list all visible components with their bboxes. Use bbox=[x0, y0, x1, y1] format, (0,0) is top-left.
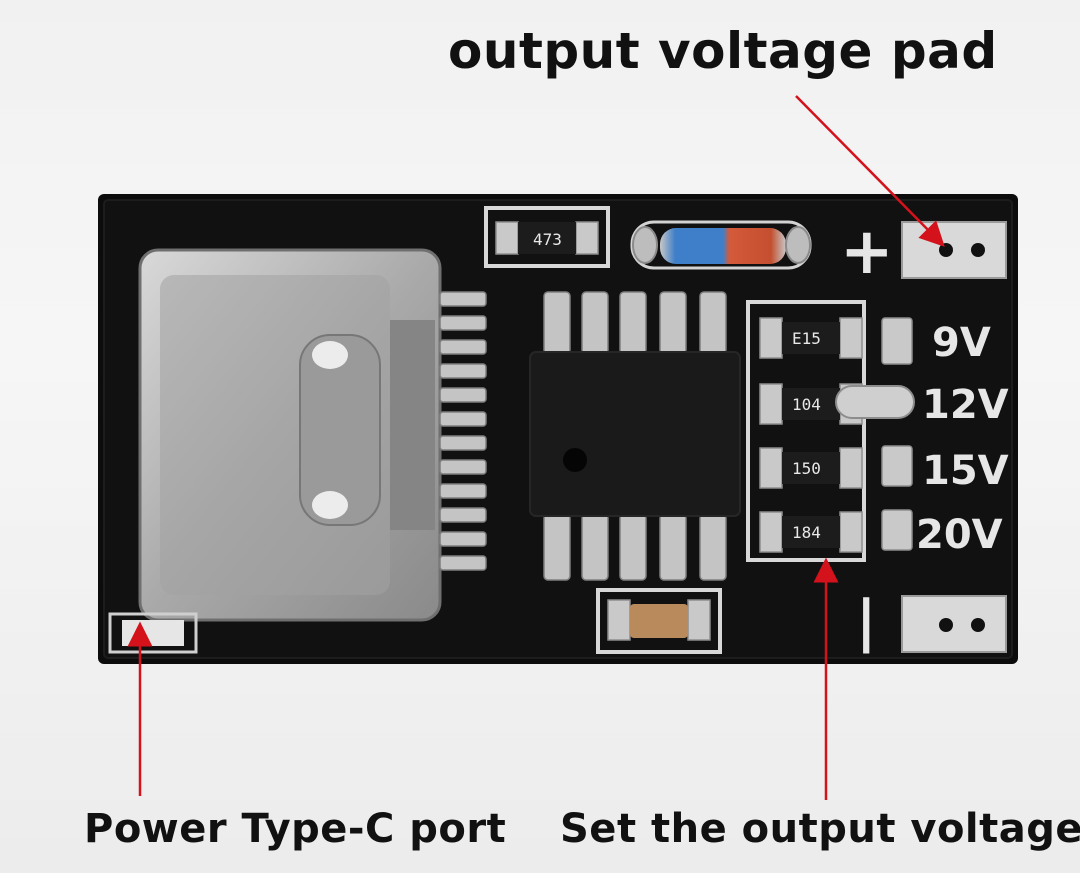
label-12v: 12V bbox=[922, 382, 1009, 428]
output-voltage-pad-caption: output voltage pad bbox=[448, 22, 998, 80]
label-20v: 20V bbox=[916, 512, 1003, 558]
solder-jumper-12v bbox=[835, 317, 915, 551]
resistor-473-code: 473 bbox=[533, 230, 562, 249]
usb-typec-connector bbox=[138, 248, 442, 622]
label-15v: 15V bbox=[922, 448, 1009, 494]
ic-chip bbox=[529, 291, 741, 581]
resistor-150-code: 150 bbox=[792, 459, 821, 478]
typec-pins bbox=[439, 291, 487, 571]
resistor-473 bbox=[484, 206, 610, 268]
resistor-104-code: 104 bbox=[792, 395, 821, 414]
resistor-e15-code: E15 bbox=[792, 329, 821, 348]
diode bbox=[630, 220, 812, 270]
resistor-184 bbox=[759, 511, 863, 553]
output-minus-pad bbox=[901, 595, 1007, 653]
resistor-184-code: 184 bbox=[792, 523, 821, 542]
output-plus-pad bbox=[901, 221, 1007, 279]
resistor-e15 bbox=[759, 317, 863, 359]
minus-marking: | bbox=[856, 589, 876, 654]
capacitor bbox=[596, 588, 722, 654]
plus-marking: + bbox=[840, 215, 894, 289]
power-typec-port-caption: Power Type-C port bbox=[84, 806, 507, 852]
arrow-output-pad bbox=[795, 95, 945, 247]
label-9v: 9V bbox=[932, 320, 991, 366]
resistor-150 bbox=[759, 447, 863, 489]
voltage-select-frame bbox=[746, 300, 866, 562]
set-output-voltage-caption: Set the output voltage bbox=[560, 806, 1080, 852]
